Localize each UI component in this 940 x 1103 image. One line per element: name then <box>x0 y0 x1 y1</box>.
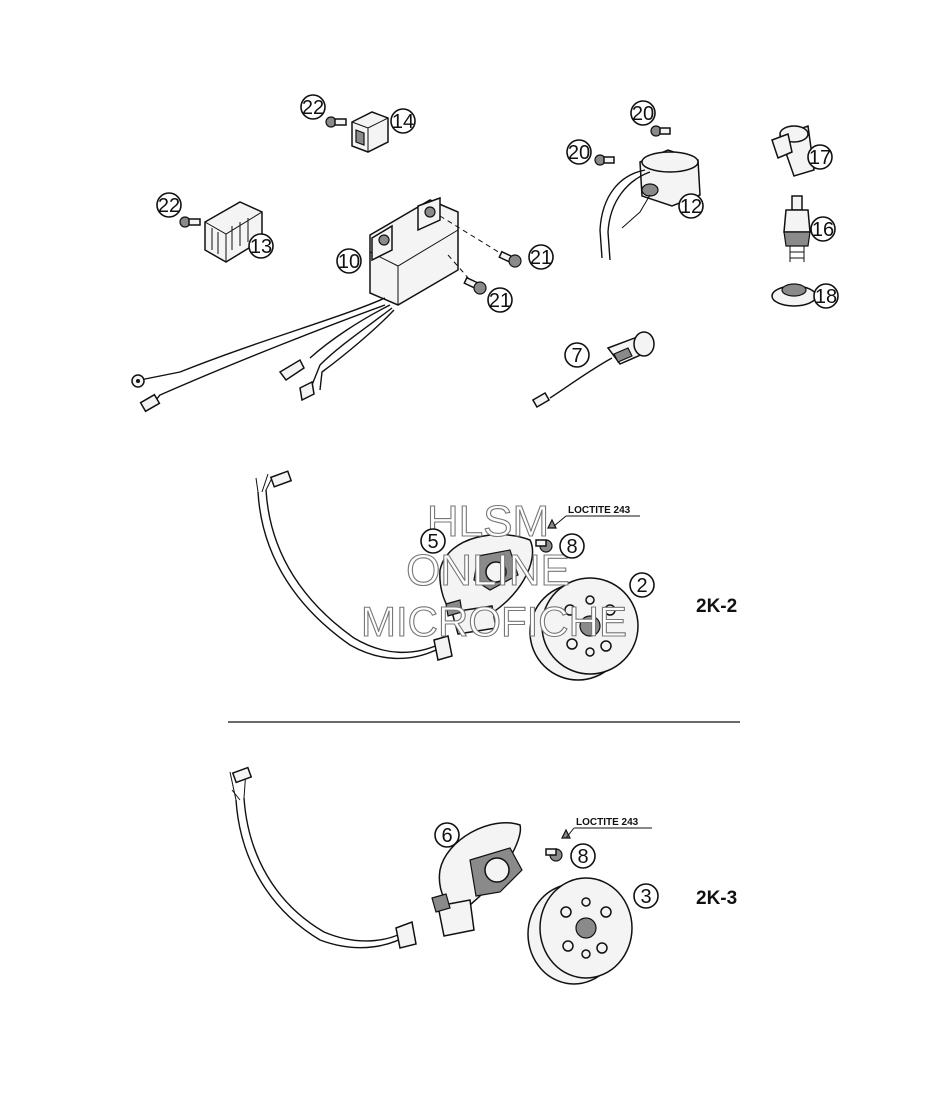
svg-text:2: 2 <box>636 575 647 597</box>
watermark-line-1: HLSM <box>427 497 549 546</box>
svg-text:17: 17 <box>809 147 831 169</box>
callout-13: 13 <box>248 233 274 259</box>
part-3-rotor <box>527 877 633 985</box>
callout-16: 16 <box>810 216 836 242</box>
svg-text:21: 21 <box>530 247 552 269</box>
svg-text:LOCTITE 243: LOCTITE 243 <box>568 505 631 516</box>
svg-text:20: 20 <box>632 103 654 125</box>
part-6-stator <box>431 822 523 937</box>
stator-2k3-wiring <box>229 766 417 949</box>
callout-17: 17 <box>807 144 833 170</box>
svg-text:22: 22 <box>302 97 324 119</box>
callout-8-b: 8 <box>570 843 596 869</box>
callout-21-a: 21 <box>528 244 554 270</box>
svg-text:LOCTITE 243: LOCTITE 243 <box>576 817 639 828</box>
callout-18: 18 <box>813 283 839 309</box>
stator-2k2-wiring <box>255 470 453 661</box>
svg-text:6: 6 <box>441 825 452 847</box>
svg-text:20: 20 <box>568 142 590 164</box>
callout-21-b: 21 <box>487 287 513 313</box>
part-16-spark-plug <box>783 195 811 262</box>
part-17-plug-cap <box>771 124 815 177</box>
callout-20-b: 20 <box>566 139 592 165</box>
variant-label-2k3: 2K-3 <box>696 888 737 909</box>
part-7-sensor <box>531 331 655 408</box>
part-10-cdi-box <box>369 196 506 306</box>
part-18-washer <box>771 283 817 307</box>
callout-10: 10 <box>336 248 362 274</box>
callout-22-a: 22 <box>300 94 326 120</box>
svg-text:18: 18 <box>815 286 837 308</box>
loctite-label-top: LOCTITE 243 <box>553 505 640 527</box>
callout-12: 12 <box>678 193 704 219</box>
callout-8-a: 8 <box>559 533 585 559</box>
svg-text:22: 22 <box>158 195 180 217</box>
part-22-screw-left <box>179 216 201 228</box>
callout-5: 5 <box>420 528 446 554</box>
svg-text:21: 21 <box>489 290 511 312</box>
svg-text:10: 10 <box>338 251 360 273</box>
variant-label-2k2: 2K-2 <box>696 596 737 617</box>
svg-text:16: 16 <box>812 219 834 241</box>
watermark: HLSM ONLINE MICROFICHE <box>360 496 627 645</box>
part-20-screw-left <box>594 154 615 166</box>
callout-14: 14 <box>390 108 416 134</box>
loctite-label-bottom: LOCTITE 243 <box>565 817 652 839</box>
svg-text:7: 7 <box>571 345 582 367</box>
callout-20-a: 20 <box>630 100 656 126</box>
part-14-bracket <box>351 111 389 153</box>
svg-text:8: 8 <box>566 536 577 558</box>
part-21-screw-upper <box>498 250 522 268</box>
watermark-line-3: MICROFICHE <box>361 598 627 645</box>
svg-text:3: 3 <box>640 886 651 908</box>
svg-text:14: 14 <box>392 111 414 133</box>
callout-3: 3 <box>633 883 659 909</box>
part-8-nut-2k3 <box>545 828 571 862</box>
part-21-screw-lower <box>463 276 487 295</box>
cdi-wiring-harness <box>131 297 395 413</box>
part-2-rotor <box>529 577 639 681</box>
svg-text:13: 13 <box>250 236 272 258</box>
part-12-ignition-coil <box>599 149 701 261</box>
svg-text:8: 8 <box>577 846 588 868</box>
svg-text:5: 5 <box>427 531 438 553</box>
part-22-screw-top <box>325 116 347 128</box>
part-20-screw-top <box>650 125 671 137</box>
part-5-stator <box>439 533 534 635</box>
callout-2: 2 <box>629 572 655 598</box>
callout-6: 6 <box>434 822 460 848</box>
callout-22-b: 22 <box>156 192 182 218</box>
callout-7: 7 <box>564 342 590 368</box>
part-8-nut-2k2 <box>535 518 557 553</box>
svg-text:12: 12 <box>680 196 702 218</box>
watermark-line-2: ONLINE <box>406 546 570 595</box>
